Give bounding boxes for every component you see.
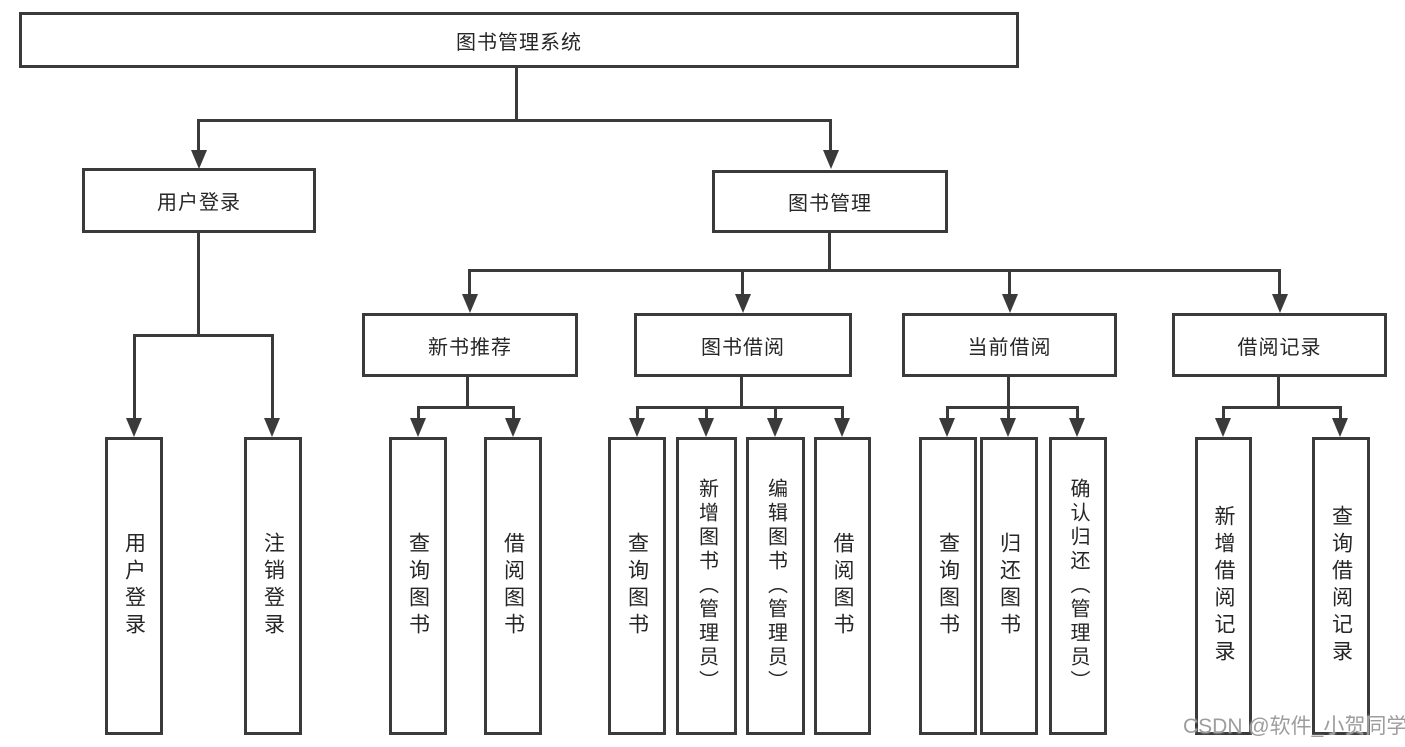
connector-cb-branchline [946,406,1079,409]
connector-br-branchline [1222,406,1342,409]
node-bb-edit-books-label: 编辑图书（管理员） [764,478,787,694]
arrow-to-bb-edit-books [767,418,783,437]
node-bb-query-books: 查询图书 [608,437,666,735]
node-borrowing-records: 借阅记录 [1172,313,1387,377]
connector-l3-cb-drop [1008,269,1011,296]
node-cb-query-books: 查询图书 [919,437,977,735]
node-user-login-label: 用户登录 [122,532,146,640]
node-cb-confirm-return: 确认归还（管理员） [1049,437,1107,735]
connector-cb-stem [1007,377,1010,409]
node-book-management-label: 图书管理 [788,193,872,215]
connector-root-branch [197,119,832,122]
arrow-to-current-borrowing [1002,294,1018,313]
node-book-borrowing: 图书借阅 [634,313,852,377]
node-new-book-recommend: 新书推荐 [362,313,578,377]
arrow-to-bb-borrow-books [834,418,850,437]
connector-cb-confirm-drop [1076,406,1079,420]
arrow-to-user-login-branch [191,150,207,169]
arrow-to-bb-query-books [629,418,645,437]
connector-l3-bb-drop [741,269,744,296]
node-current-borrowing-label: 当前借阅 [967,336,1052,359]
connector-leaf-logout-drop [271,334,274,420]
node-rec-query-books-label: 查询图书 [406,532,430,640]
connector-rec-borrow-drop [512,406,515,420]
arrow-to-book-borrowing [735,294,751,313]
node-book-management: 图书管理 [712,170,948,233]
arrow-to-cb-return-books [1000,418,1016,437]
connector-cb-return-drop [1007,406,1010,420]
arrow-to-book-management [823,150,839,169]
arrow-to-bb-add-books [698,418,714,437]
node-new-book-recommend-label: 新书推荐 [428,336,512,359]
connector-rec-branchline [417,406,515,409]
connector-bb-edit-drop [774,406,777,420]
arrow-to-br-query-record [1332,418,1348,437]
connector-br-stem [1277,377,1280,409]
node-root-label: 图书管理系统 [456,31,582,54]
node-cb-confirm-return-label: 确认归还（管理员） [1067,478,1089,694]
arrow-to-new-book-recommend [462,294,478,313]
connector-bb-query-drop [636,406,639,420]
node-rec-borrow-books-label: 借阅图书 [501,532,525,640]
connector-user-login-stem [197,233,200,337]
node-br-add-record: 新增借阅记录 [1195,437,1252,735]
node-cb-query-books-label: 查询图书 [936,532,960,640]
connector-root-stem [515,67,518,120]
connector-l3-br-drop [1278,269,1281,296]
connector-user-login-drop [197,119,200,151]
connector-br-add-drop [1222,406,1225,420]
arrow-to-rec-query-books [410,418,426,437]
node-logout: 注销登录 [244,437,302,735]
node-rec-borrow-books: 借阅图书 [484,437,542,735]
node-bb-borrow-books: 借阅图书 [814,437,871,735]
node-cb-return-books: 归还图书 [980,437,1038,735]
node-bb-query-books-label: 查询图书 [625,532,649,640]
arrow-to-cb-confirm-return [1069,418,1085,437]
node-book-borrowing-label: 图书借阅 [701,336,785,359]
node-current-borrowing: 当前借阅 [902,313,1117,377]
connector-book-mgmt-branchline [468,269,1281,272]
node-br-add-record-label: 新增借阅记录 [1212,505,1235,667]
connector-bb-branchline [636,406,844,409]
node-user-login: 用户登录 [105,437,163,735]
arrow-to-cb-query-books [939,418,955,437]
node-rec-query-books: 查询图书 [389,437,447,735]
arrow-to-br-add-record [1215,418,1231,437]
arrow-to-borrowing-records [1272,294,1288,313]
connector-bb-borrow-drop [841,406,844,420]
connector-user-login-branchline [133,334,274,337]
connector-leaf-login-drop [133,334,136,420]
node-bb-add-books-label: 新增图书（管理员） [695,478,718,694]
node-br-query-record-label: 查询借阅记录 [1329,505,1353,667]
arrow-to-leaf-logout [264,418,280,437]
node-bb-add-books: 新增图书（管理员） [676,437,737,735]
connector-l3-rec-drop [468,269,471,296]
node-borrowing-records-label: 借阅记录 [1237,336,1322,359]
connector-bb-add-drop [705,406,708,420]
connector-br-query-drop [1339,406,1342,420]
node-bb-borrow-books-label: 借阅图书 [831,532,854,640]
csdn-watermark: CSDN @软件_小贺同学 [1183,715,1405,738]
arrow-to-rec-borrow-books [505,418,521,437]
connector-bb-stem [740,377,743,409]
node-cb-return-books-label: 归还图书 [997,532,1021,640]
node-br-query-record: 查询借阅记录 [1312,437,1370,735]
node-user-login-branch-label: 用户登录 [157,192,241,214]
connector-rec-query-drop [417,406,420,420]
connector-cb-query-drop [946,406,949,420]
node-bb-edit-books: 编辑图书（管理员） [746,437,805,735]
node-user-login-branch: 用户登录 [82,168,316,233]
node-root: 图书管理系统 [19,12,1019,68]
connector-book-mgmt-stem [828,233,831,272]
arrow-to-leaf-login [126,418,142,437]
connector-rec-stem [466,377,469,409]
connector-book-mgmt-drop [829,119,832,151]
node-logout-label: 注销登录 [261,532,285,640]
